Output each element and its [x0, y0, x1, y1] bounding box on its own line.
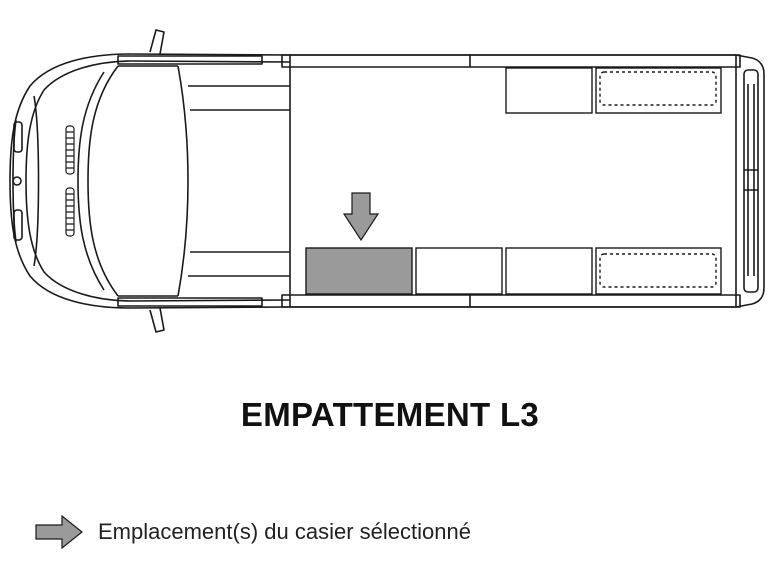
page-title: EMPATTEMENT L3: [240, 396, 540, 433]
compartment-bottom-4: [595, 247, 722, 295]
arrow-down-icon: [342, 192, 380, 242]
van-windshield: [87, 65, 119, 297]
compartment-bottom-3: [505, 247, 593, 295]
van-cab-outline: [9, 53, 291, 309]
compartment-bottom-2: [415, 247, 503, 295]
van-mirror-bottom: [149, 307, 165, 333]
compartment-top-2: [595, 67, 722, 114]
van-rear-door: [735, 54, 765, 308]
compartment-top-2-inner: [599, 71, 717, 106]
van-headlight-vents: [65, 125, 75, 237]
arrow-right-icon: [35, 514, 83, 550]
legend: Emplacement(s) du casier sélectionné: [34, 514, 471, 550]
van-roof-front: [177, 65, 189, 297]
legend-label: Emplacement(s) du casier sélectionné: [98, 519, 471, 544]
van-top-view-diagram: [9, 29, 765, 333]
compartment-bottom-4-inner: [599, 253, 717, 288]
compartment-bottom-1-selected: [305, 247, 413, 295]
van-mirror-top: [149, 29, 165, 55]
van-cab-inner-outline: [25, 60, 291, 302]
compartment-top-1: [505, 67, 593, 114]
